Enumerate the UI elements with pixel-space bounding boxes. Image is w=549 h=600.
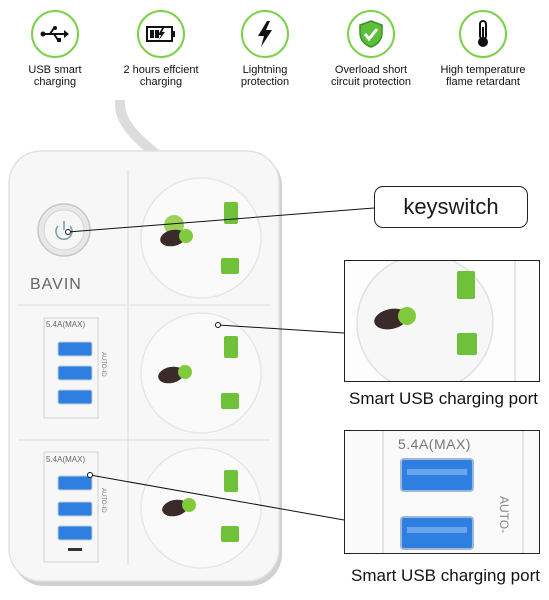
battery-charging-icon [137, 10, 185, 58]
feature-usb-label: USB smart charging [28, 64, 82, 88]
keyswitch-button[interactable] [37, 203, 91, 257]
shield-check-icon [347, 10, 395, 58]
socket-zoom-callout [344, 260, 540, 382]
usb-zoom-callout [344, 430, 540, 554]
usb-caption: Smart USB charging port [351, 566, 540, 585]
usb-zoom-rating: 5.4A(MAX) [398, 436, 471, 452]
feature-lightning: Lightning protection [210, 10, 320, 88]
feature-lightning-label: Lightning protection [240, 64, 290, 88]
usb-rating-1: 5.4A(MAX) [46, 320, 86, 329]
brand-logo: BAVIN [30, 276, 82, 293]
power-strip [8, 150, 282, 586]
usb-zoom-auto-label: AUTO- [497, 496, 511, 534]
usb-rating-2: 5.4A(MAX) [46, 455, 86, 464]
thermometer-icon [459, 10, 507, 58]
usb-zoom-image [345, 431, 539, 553]
feature-battery-label: 2 hours effcient charging [123, 64, 199, 88]
socket-2[interactable] [140, 312, 262, 434]
feature-thermometer-label: High temperature flame retardant [440, 64, 526, 88]
socket-1[interactable] [140, 177, 262, 299]
feature-shield: Overload short circuit protection [316, 10, 426, 88]
keyswitch-callout: keyswitch [374, 186, 528, 228]
feature-thermometer: High temperature flame retardant [428, 10, 538, 88]
socket-zoom-image [345, 261, 539, 381]
feature-usb: USB smart charging [0, 10, 110, 88]
usb-port-group-1 [43, 317, 99, 419]
feature-row: USB smart charging 2 hours effcient char… [0, 0, 549, 110]
auto-id-label-1: AUTO-ID [100, 352, 106, 377]
usb-icon [31, 10, 79, 58]
socket-caption: Smart USB charging port [349, 389, 538, 408]
feature-battery: 2 hours effcient charging [106, 10, 216, 88]
lightning-icon [241, 10, 289, 58]
feature-shield-label: Overload short circuit protection [330, 64, 412, 88]
socket-3[interactable] [140, 447, 262, 569]
auto-id-label-2: AUTO-ID [100, 488, 106, 513]
usb-port-group-2 [43, 451, 99, 563]
